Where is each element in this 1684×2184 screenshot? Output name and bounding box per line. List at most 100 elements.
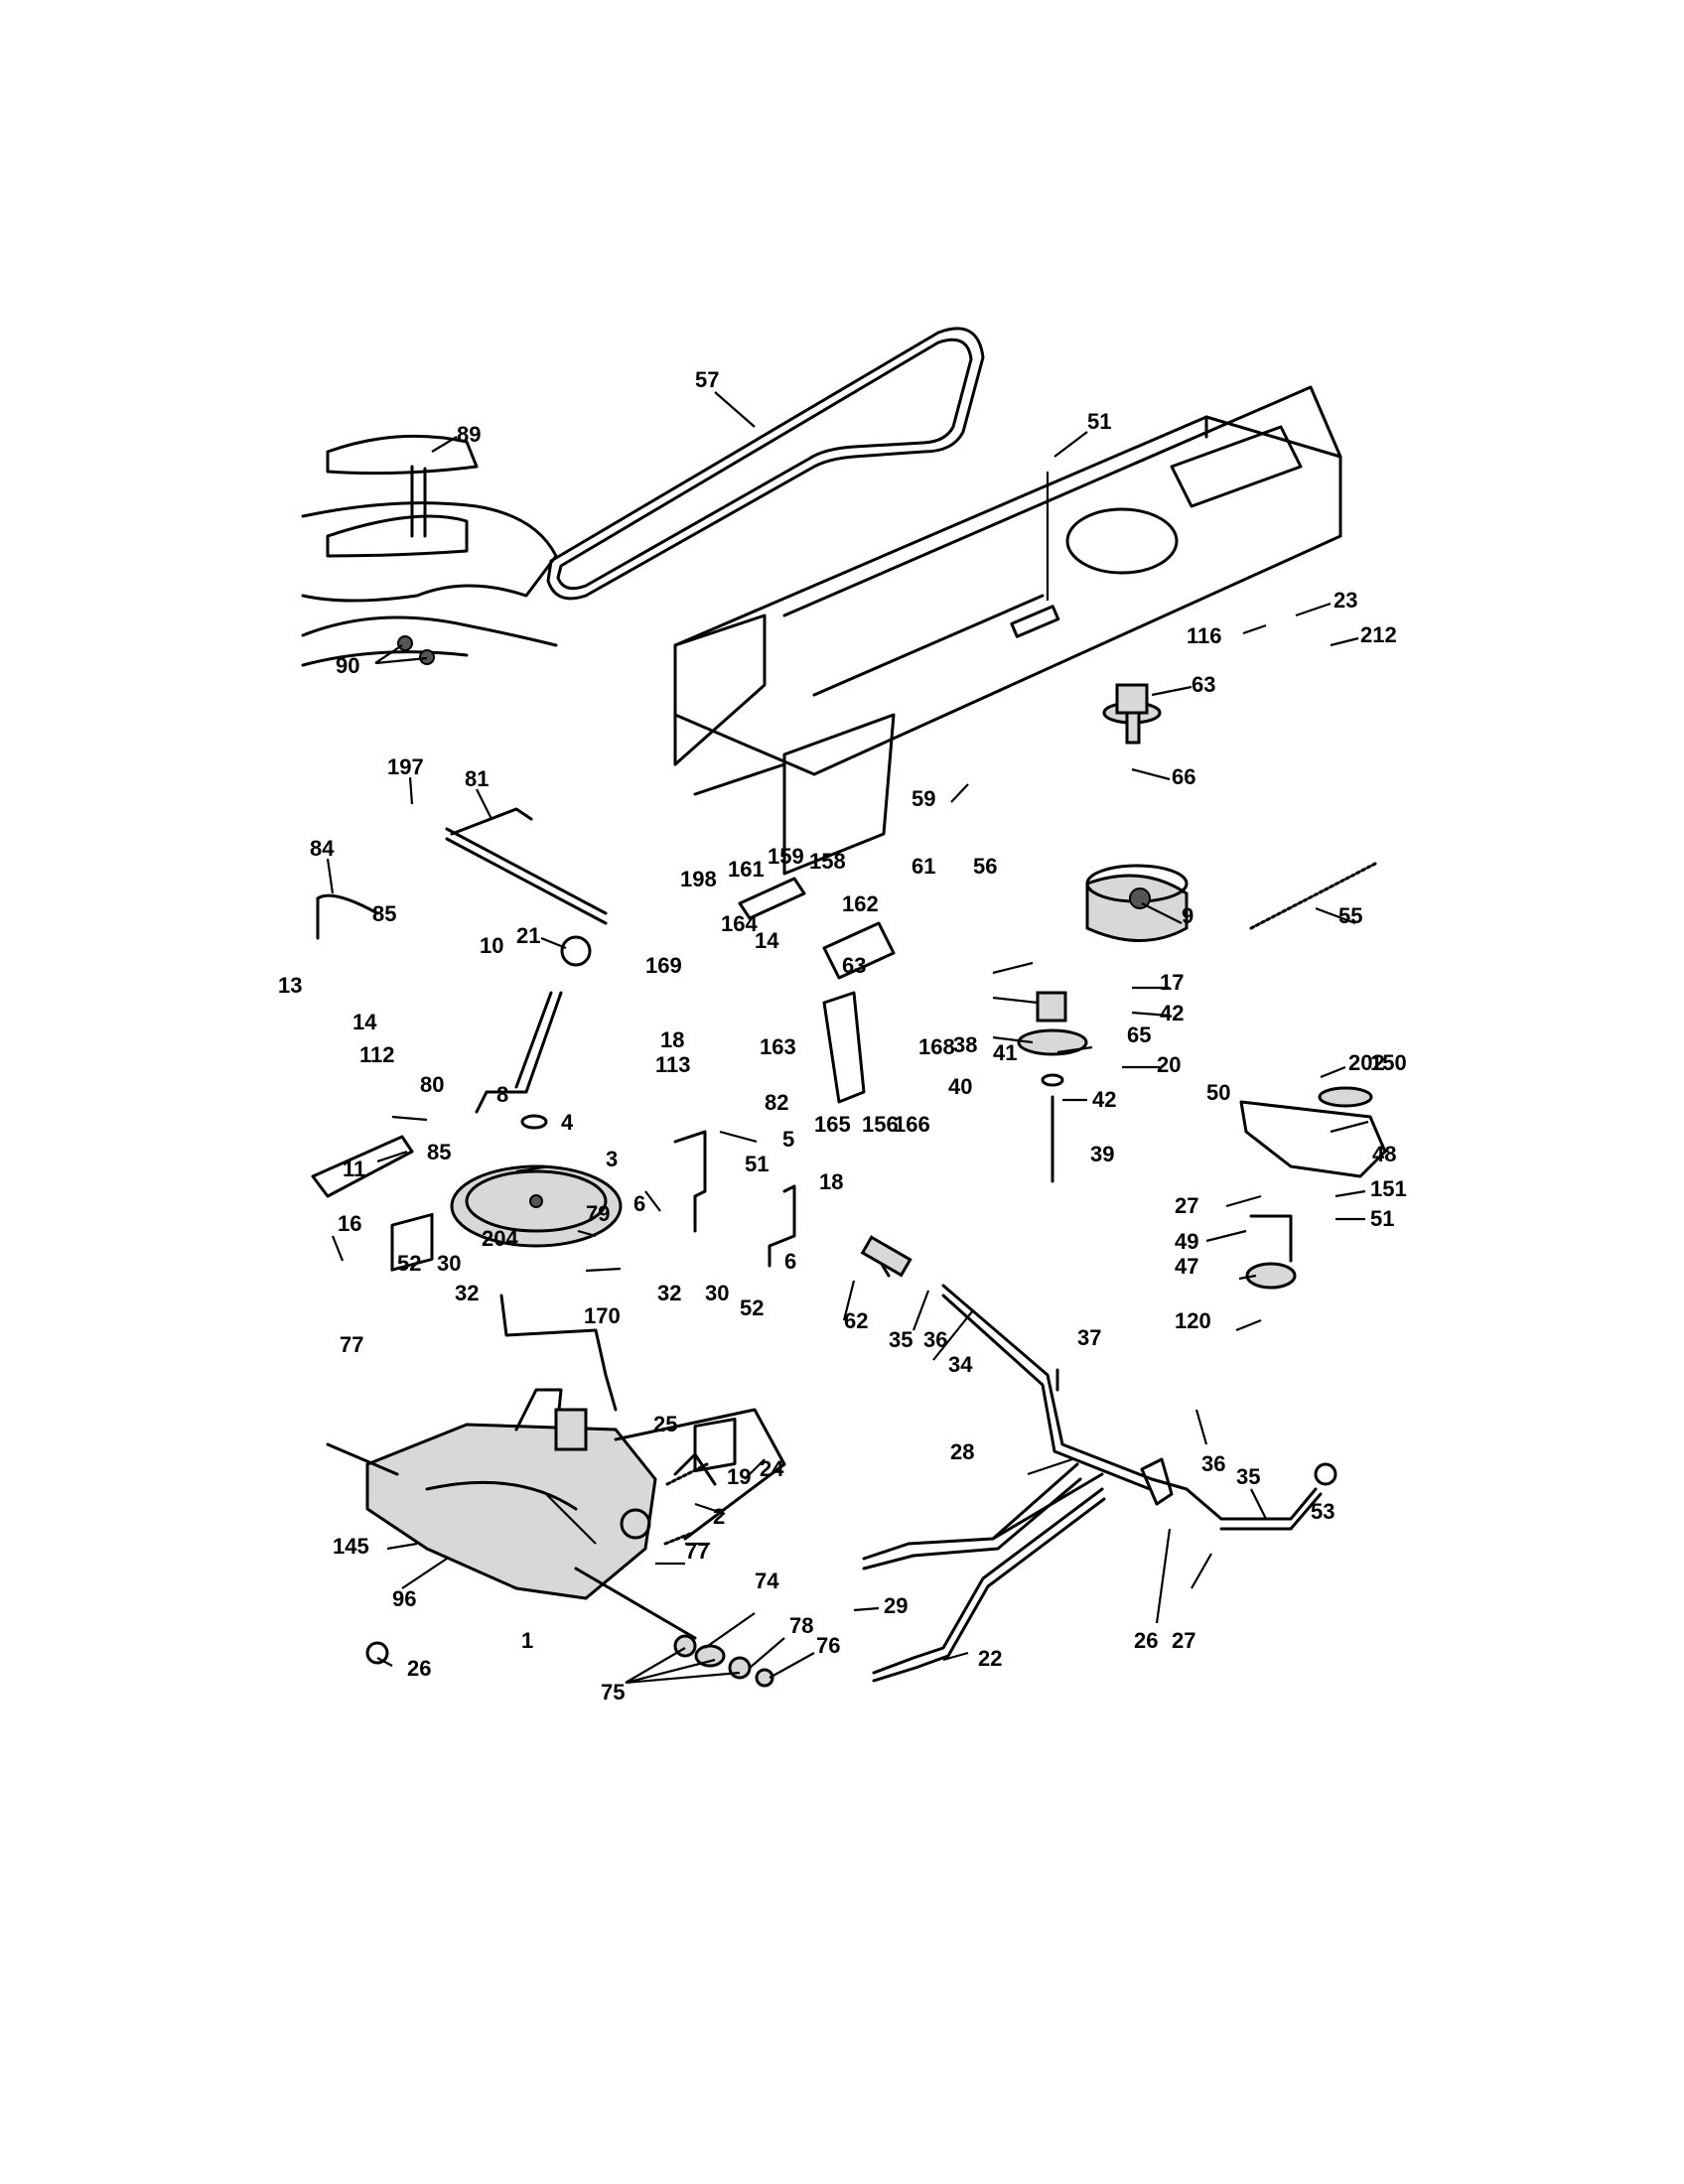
bracket-113-drawing xyxy=(673,1130,796,1268)
callout-label: 26 xyxy=(407,1656,431,1681)
callout-label: 151 xyxy=(1370,1176,1407,1201)
drive-belt-drawing xyxy=(546,327,985,601)
callout-label: 26 xyxy=(1134,1628,1158,1653)
callout-label: 42 xyxy=(1092,1087,1116,1112)
callout-label: 90 xyxy=(336,653,359,678)
callout-label: 96 xyxy=(392,1586,416,1611)
chassis-frame-drawing xyxy=(673,385,1342,876)
callout-label: 40 xyxy=(948,1074,972,1099)
callout-label: 52 xyxy=(397,1251,421,1276)
callout-label: 35 xyxy=(889,1327,912,1352)
callout-label: 24 xyxy=(760,1456,784,1481)
callout-label: 48 xyxy=(1372,1142,1396,1166)
callout-label: 168 xyxy=(918,1034,955,1059)
callout-label: 150 xyxy=(1370,1050,1407,1075)
callout-label: 29 xyxy=(884,1593,908,1618)
callout-label: 2 xyxy=(713,1504,725,1529)
callout-label: 18 xyxy=(819,1169,843,1194)
callout-label: 198 xyxy=(680,867,717,891)
callout-label: 57 xyxy=(695,367,719,392)
callout-label: 35 xyxy=(1236,1464,1260,1489)
callout-label: 22 xyxy=(978,1646,1002,1671)
callout-label: 14 xyxy=(352,1010,377,1034)
callout-label: 41 xyxy=(993,1040,1017,1065)
callout-label: 165 xyxy=(814,1112,851,1137)
callout-label: 17 xyxy=(1160,970,1184,995)
bracket-80-drawing xyxy=(311,893,414,1198)
callout-label: 51 xyxy=(745,1152,769,1176)
callout-label: 4 xyxy=(561,1110,574,1135)
callout-label: 76 xyxy=(816,1633,840,1658)
callout-label: 204 xyxy=(482,1226,518,1251)
callout-label: 6 xyxy=(633,1191,645,1216)
callout-label: 1 xyxy=(521,1628,533,1653)
callout-label: 80 xyxy=(420,1072,444,1097)
callout-label: 19 xyxy=(727,1464,751,1489)
rod-22-drawing xyxy=(872,1487,1106,1683)
callout-label: 20 xyxy=(1157,1052,1181,1077)
callout-label: 84 xyxy=(310,836,335,861)
callout-label: 55 xyxy=(1338,903,1362,928)
callout-label: 32 xyxy=(657,1281,681,1305)
transaxle-pulley-drawing xyxy=(450,1114,623,1248)
callout-label: 25 xyxy=(653,1412,677,1436)
shift-lever-drawing xyxy=(445,807,608,1114)
callout-label: 14 xyxy=(755,928,779,953)
callout-label: 56 xyxy=(973,854,997,879)
callout-label: 51 xyxy=(1370,1206,1394,1231)
callout-label: 166 xyxy=(894,1112,930,1137)
springs-drawing xyxy=(614,1408,786,1546)
rod-53-drawing xyxy=(1140,1457,1337,1531)
callout-label: 75 xyxy=(601,1680,625,1705)
callout-label: 59 xyxy=(912,786,935,811)
callout-label: 47 xyxy=(1175,1254,1198,1279)
callout-label: 53 xyxy=(1311,1499,1334,1524)
callout-label: 66 xyxy=(1172,764,1195,789)
callout-label: 163 xyxy=(760,1034,796,1059)
callout-label: 10 xyxy=(480,933,503,958)
callout-label: 5 xyxy=(782,1127,794,1152)
callout-label: 32 xyxy=(455,1281,479,1305)
cross-shaft-drawing xyxy=(860,1235,1154,1491)
callout-label: 63 xyxy=(1192,672,1215,697)
callout-label: 112 xyxy=(359,1042,395,1067)
brake-bracket-drawing xyxy=(738,877,896,1104)
callout-label: 89 xyxy=(457,422,481,447)
idler-pulley-38-drawing xyxy=(1017,991,1088,1183)
callout-label: 50 xyxy=(1206,1080,1230,1105)
callout-label: 78 xyxy=(789,1613,813,1638)
callout-label: 27 xyxy=(1175,1193,1198,1218)
rod-28-drawing xyxy=(862,1462,1104,1570)
callout-label: 161 xyxy=(728,857,765,882)
callout-label: 85 xyxy=(372,901,396,926)
callout-label: 11 xyxy=(343,1157,365,1181)
callout-label: 202 xyxy=(1348,1050,1385,1075)
callout-label: 62 xyxy=(844,1308,868,1333)
callout-label: 81 xyxy=(465,766,489,791)
pto-clutch-drawing xyxy=(1085,864,1189,942)
callout-label: 28 xyxy=(950,1439,974,1464)
callout-label: 197 xyxy=(387,754,424,779)
callout-label: 74 xyxy=(755,1569,779,1593)
callout-label: 164 xyxy=(721,911,758,936)
spring-55-drawing xyxy=(1249,862,1377,930)
callout-label: 16 xyxy=(338,1211,361,1236)
callout-label: 120 xyxy=(1175,1308,1211,1333)
rod-170-drawing xyxy=(499,1294,618,1412)
callout-label: 38 xyxy=(953,1032,977,1057)
seat-fender-drawing xyxy=(301,434,558,667)
pulley-63-drawing xyxy=(1102,683,1162,745)
callout-label: 169 xyxy=(645,953,682,978)
callout-label: 65 xyxy=(1127,1023,1151,1047)
callout-label: 82 xyxy=(765,1090,788,1115)
callout-label: 212 xyxy=(1360,622,1397,647)
callout-label: 30 xyxy=(437,1251,461,1276)
callout-label: 27 xyxy=(1172,1628,1195,1653)
callout-label: 156 xyxy=(862,1112,899,1137)
callout-label: 159 xyxy=(768,844,804,869)
callout-label: 13 xyxy=(278,973,302,998)
callout-label: 77 xyxy=(340,1332,363,1357)
idler-bracket-drawing xyxy=(1239,1086,1387,1290)
callout-labels: 57 89 51 90 23 116 212 63 197 81 66 59 8… xyxy=(278,367,1407,1705)
